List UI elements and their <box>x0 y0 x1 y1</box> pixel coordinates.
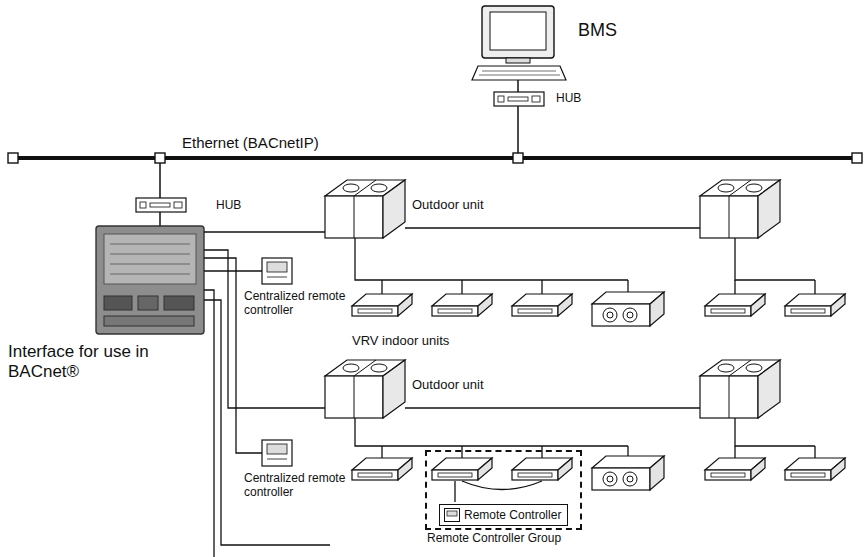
remote-controller-box: Remote Controller <box>439 504 568 526</box>
device-label: Interface for use in BACnet® <box>8 342 180 381</box>
unit-label: Outdoor unit <box>412 378 484 393</box>
device-label: BMS <box>578 20 617 41</box>
bms-computer <box>472 6 566 80</box>
group-label: VRV indoor units <box>352 334 449 349</box>
bacnet-interface-device <box>96 226 204 334</box>
ethernet-bus <box>12 156 858 160</box>
group-title: Remote Controller Group <box>427 531 561 545</box>
controller-label: Remote Controller <box>464 508 561 522</box>
group-box: Remote Controller GroupRemote Controller <box>425 450 582 530</box>
unit-label: Outdoor unit <box>412 198 484 213</box>
controller-label: Centralized remote controller <box>244 290 348 318</box>
hub-label: HUB <box>556 92 581 106</box>
controller-icon <box>444 508 460 522</box>
hub-label: HUB <box>216 199 241 213</box>
controller-label: Centralized remote controller <box>244 472 348 500</box>
bus-label: Ethernet (BACnetIP) <box>182 134 319 151</box>
